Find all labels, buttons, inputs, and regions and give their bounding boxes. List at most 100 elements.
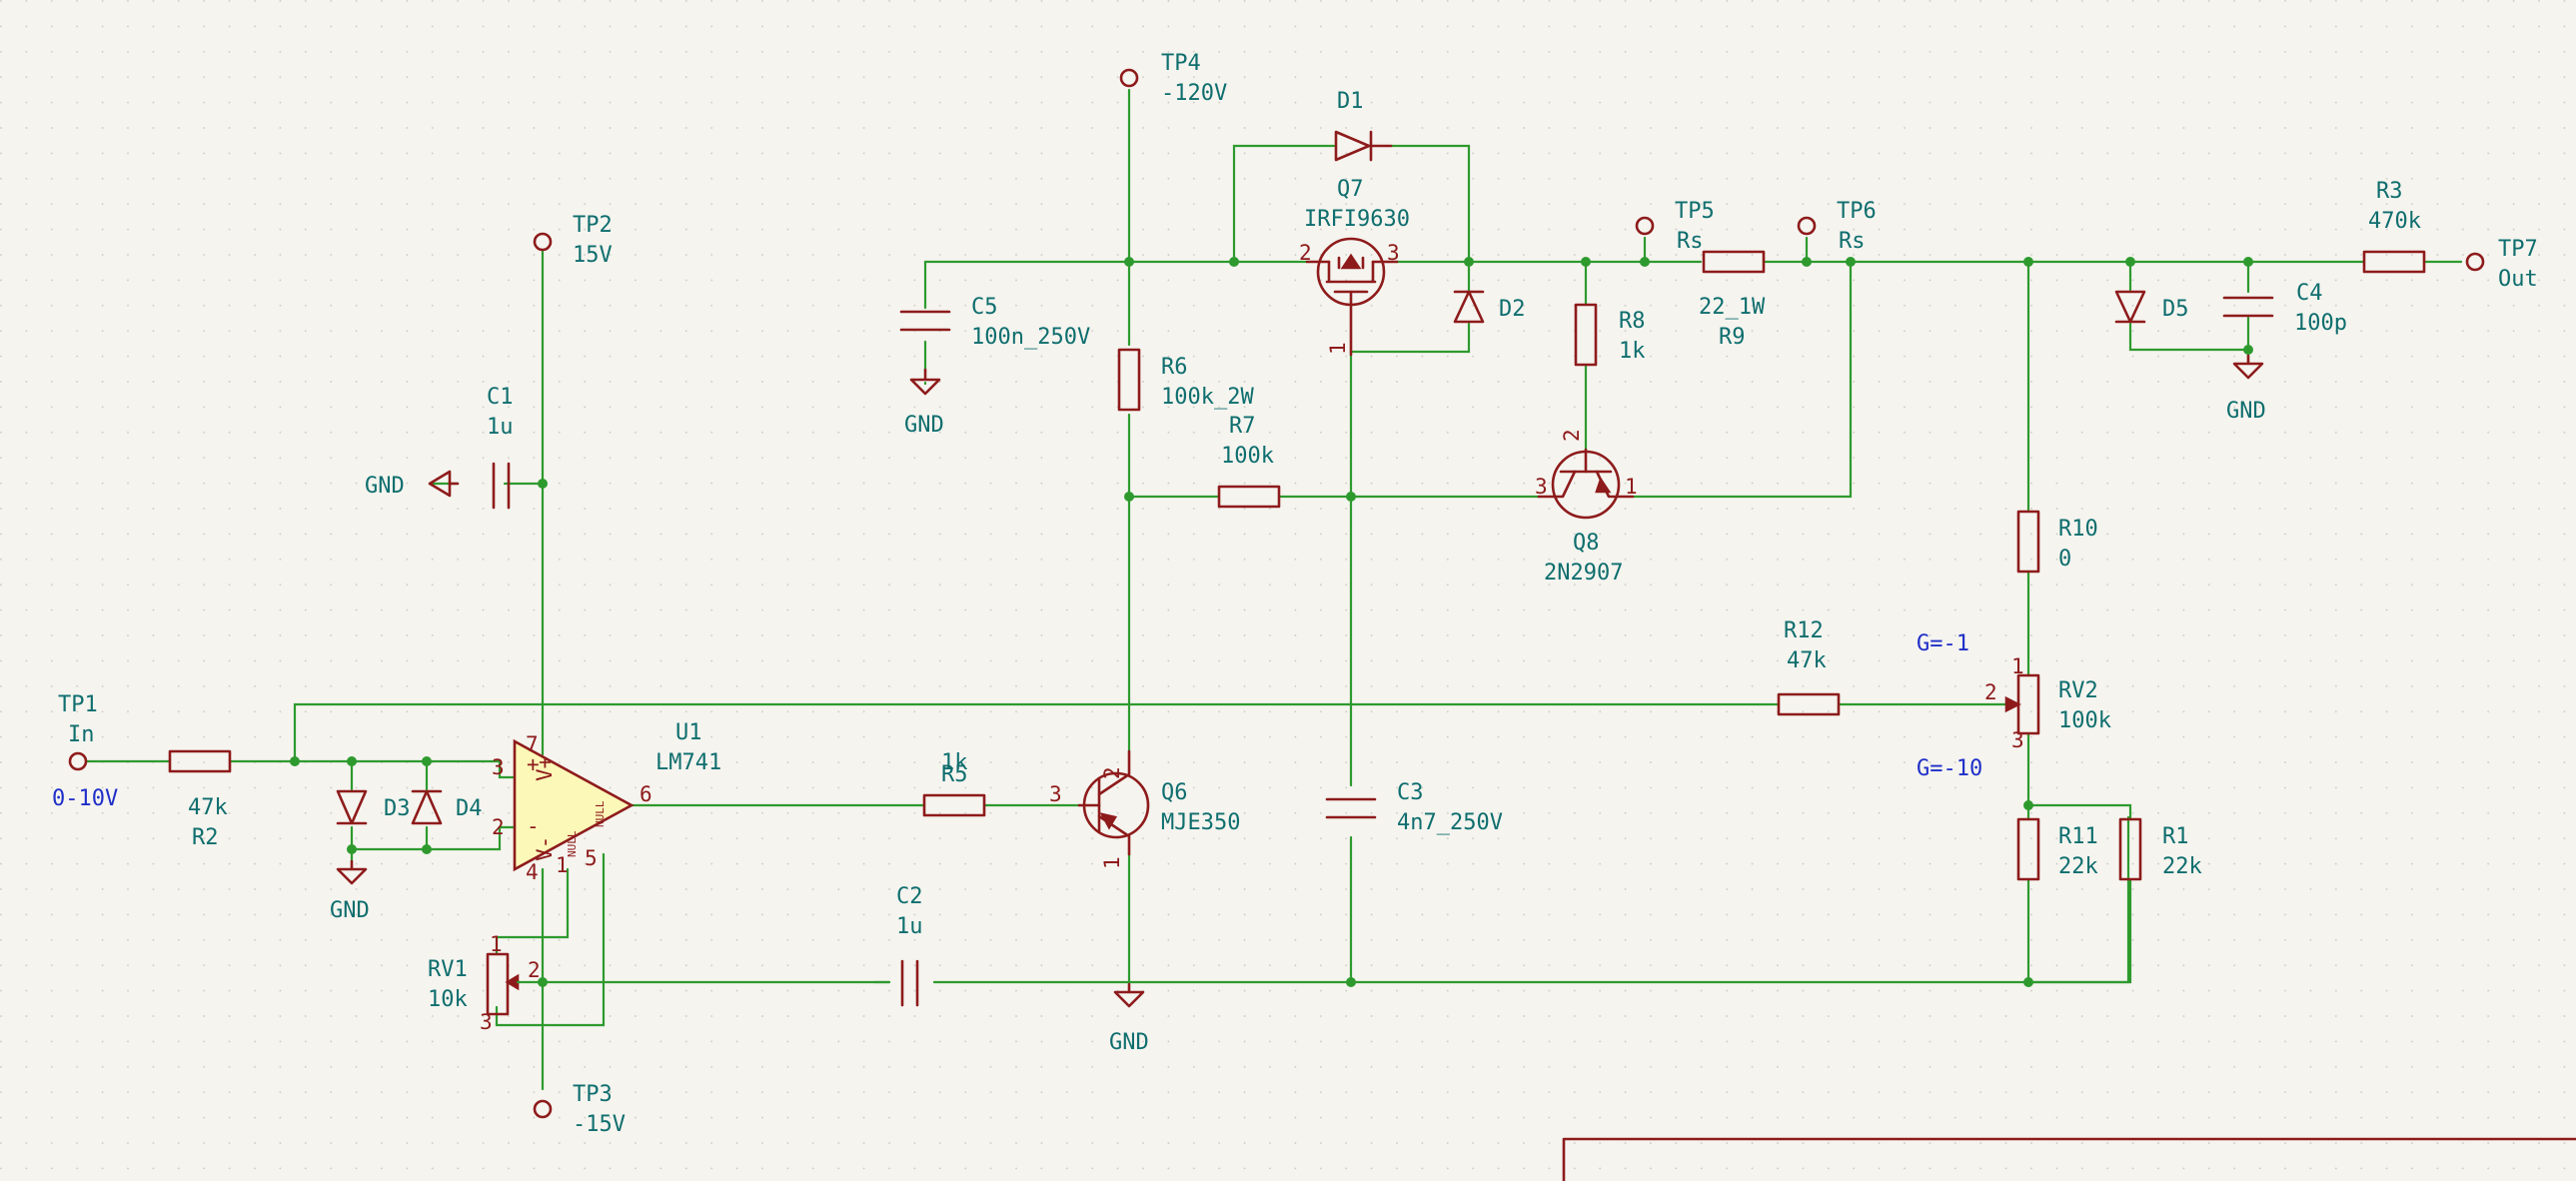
svg-text:RV1: RV1 [428,957,468,982]
svg-text:-: - [527,814,540,838]
gnd-d3: GND [330,859,370,923]
svg-text:3: 3 [1387,241,1400,265]
r1[interactable]: R1 22k [2118,817,2202,881]
tp1[interactable]: TP1 In 0-10V [52,692,118,811]
rv2[interactable]: 1 2 3 RV2 100k G=-1 G=-10 [1917,631,2111,781]
svg-text:+: + [527,752,540,776]
d3[interactable]: D3 [336,789,411,825]
c1[interactable]: C1 1u [487,385,514,510]
svg-text:R11: R11 [2058,824,2098,849]
svg-text:22k: 22k [2162,854,2202,879]
svg-text:NULL: NULL [566,830,579,857]
svg-text:3: 3 [492,755,505,779]
svg-text:-120V: -120V [1161,81,1227,106]
svg-text:D4: D4 [456,796,483,821]
svg-text:1: 1 [2011,654,2024,678]
svg-text:6: 6 [640,782,652,806]
svg-text:GND: GND [904,413,944,438]
svg-text:Q6: Q6 [1161,780,1188,805]
svg-text:R6: R6 [1161,355,1188,380]
gnd-c5: GND [904,368,944,438]
svg-text:Out: Out [2498,267,2538,292]
svg-text:2: 2 [492,815,505,839]
junctions [290,257,2253,987]
c3[interactable]: C3 4n7_250V [1325,780,1503,835]
d4[interactable]: D4 [411,789,483,825]
svg-text:C5: C5 [971,295,998,320]
svg-text:TP6: TP6 [1837,199,1877,224]
gain-label-top: G=-1 [1917,631,1969,656]
gnd-q6: GND [1109,982,1149,1055]
svg-text:0: 0 [2058,547,2071,572]
svg-text:0-10V: 0-10V [52,786,118,811]
svg-text:Q8: Q8 [1573,531,1600,556]
svg-text:1: 1 [556,853,569,877]
svg-text:D1: D1 [1337,89,1364,114]
svg-text:4n7_250V: 4n7_250V [1397,810,1503,835]
r7[interactable]: R7 100k [1217,414,1281,509]
svg-text:100n_250V: 100n_250V [971,325,1090,350]
svg-text:TP3: TP3 [573,1082,613,1107]
r5[interactable]: R5 1k [922,750,986,817]
gnd-c1: GND [365,470,460,499]
svg-text:R9: R9 [1719,325,1746,350]
d2[interactable]: D2 [1453,290,1526,324]
svg-text:2: 2 [1100,766,1124,779]
svg-text:1k: 1k [1619,339,1646,364]
r12[interactable]: R12 47k [1777,618,1841,716]
tp3[interactable]: TP3 -15V [533,1082,626,1137]
svg-text:Rs: Rs [1839,229,1866,254]
svg-text:TP5: TP5 [1675,199,1715,224]
svg-text:C3: C3 [1397,780,1424,805]
svg-text:V-: V- [533,836,557,861]
svg-text:U1: U1 [675,720,702,745]
svg-text:1u: 1u [896,914,923,939]
tp2[interactable]: TP2 15V [533,213,613,268]
d1[interactable]: D1 [1334,89,1393,162]
gnd-c4: GND [2226,354,2266,424]
u1-opamp[interactable]: + - V+ V- NULL NULL 7 3 2 4 1 5 6 U1 LM7… [492,720,721,884]
c2[interactable]: C2 1u [896,884,923,1007]
svg-text:Q7: Q7 [1337,177,1364,202]
svg-text:GND: GND [365,474,405,499]
r10[interactable]: R10 0 [2016,510,2098,574]
r2[interactable]: 47k R2 [168,749,232,850]
svg-text:15V: 15V [573,243,613,268]
svg-text:100k: 100k [2058,708,2111,733]
r8[interactable]: R8 1k [1574,303,1646,367]
tp6[interactable]: TP6 Rs [1797,199,1877,254]
svg-text:47k: 47k [188,795,228,820]
svg-text:1: 1 [1100,856,1124,869]
svg-text:D3: D3 [384,796,411,821]
svg-text:RV2: RV2 [2058,678,2098,703]
sheet-border [1562,1137,2576,1181]
r9[interactable]: 22_1W R9 [1699,250,1766,350]
q8-transistor[interactable]: 3 1 2 Q8 2N2907 [1535,429,1638,586]
svg-text:C1: C1 [487,385,514,410]
svg-text:470k: 470k [2368,209,2421,234]
svg-text:C4: C4 [2296,281,2323,306]
q6-transistor[interactable]: 3 2 1 Q6 MJE350 [1049,749,1240,869]
svg-text:TP1: TP1 [58,692,98,717]
tp7[interactable]: TP7 Out [2465,237,2538,292]
r6[interactable]: R6 100k_2W [1117,348,1254,412]
svg-text:MJE350: MJE350 [1161,810,1240,835]
svg-text:22_1W: 22_1W [1699,295,1766,320]
rv1[interactable]: 1 2 3 RV1 10k [428,932,541,1034]
svg-text:GND: GND [1109,1030,1149,1055]
svg-text:100p: 100p [2294,311,2347,336]
q7-mosfet[interactable]: 2 3 1 Q7 IRFI9630 [1299,177,1410,357]
tp4[interactable]: TP4 -120V [1119,51,1227,106]
svg-text:5: 5 [585,846,598,870]
gain-label-bottom: G=-10 [1917,756,1982,781]
svg-text:TP7: TP7 [2498,237,2538,262]
c5[interactable]: C5 100n_250V [899,295,1090,350]
svg-text:R3: R3 [2376,179,2403,204]
c4[interactable]: C4 100p [2222,281,2347,336]
r11[interactable]: R11 22k [2016,817,2098,881]
r3[interactable]: R3 470k [2362,179,2426,274]
d5[interactable]: D5 [2114,290,2189,324]
tp5[interactable]: TP5 Rs [1635,199,1715,254]
svg-text:1u: 1u [487,415,514,440]
